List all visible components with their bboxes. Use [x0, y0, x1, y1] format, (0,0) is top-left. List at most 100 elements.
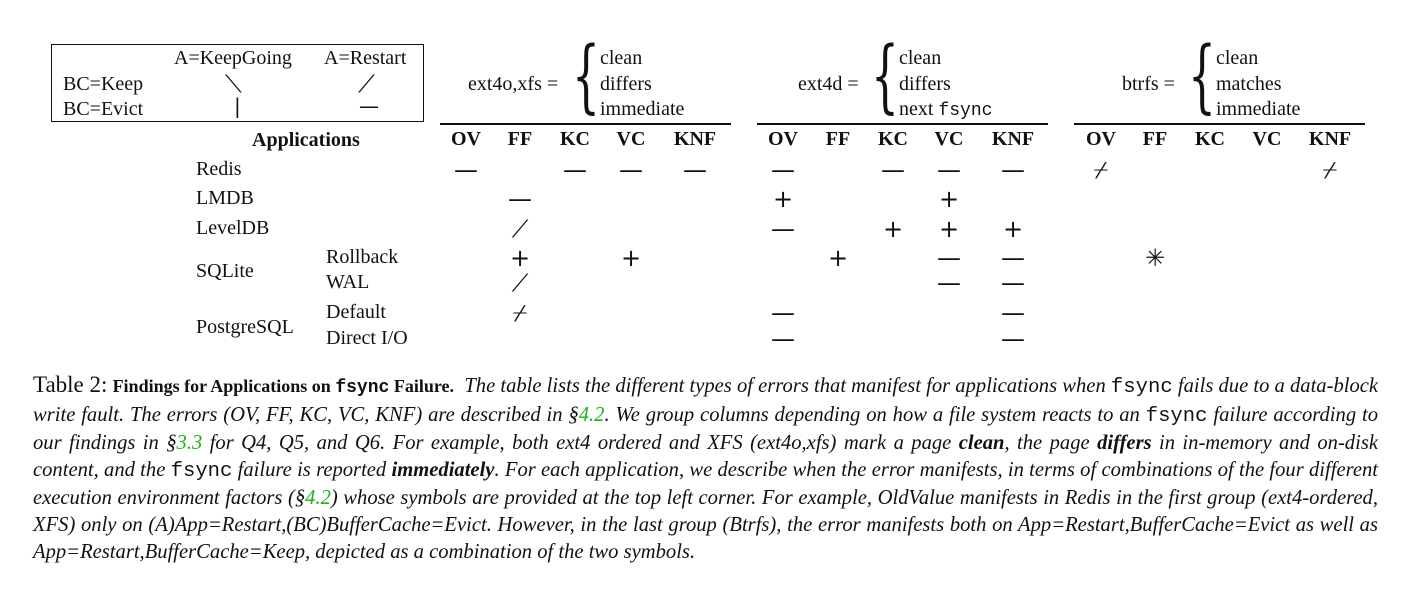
cell-symbol: —: [937, 269, 961, 297]
column-header-ov: OV: [1086, 128, 1116, 150]
row-variant-label: Direct I/O: [326, 327, 408, 349]
caption-title: Findings for Applications on: [112, 376, 336, 396]
cell-symbol: —: [1001, 325, 1025, 353]
row-variant-label: Default: [326, 301, 386, 323]
caption-emphasis: differs: [1097, 432, 1152, 454]
section-link[interactable]: 4.2: [578, 404, 605, 426]
cell-symbol: +: [620, 244, 642, 272]
group-item: clean: [1216, 47, 1259, 69]
column-header-knf: KNF: [673, 128, 717, 150]
cell-symbol: —: [1001, 299, 1025, 327]
group-item-code: fsync: [938, 101, 993, 121]
column-header-vc: VC: [1252, 128, 1282, 150]
cell-symbol: —: [563, 156, 587, 184]
cell-symbol: —: [683, 156, 707, 184]
column-header-kc: KC: [560, 128, 590, 150]
column-header-vc: VC: [616, 128, 646, 150]
cell-symbol: ⌿: [512, 299, 528, 327]
cell-symbol: +: [772, 185, 794, 213]
column-header-knf: KNF: [1308, 128, 1352, 150]
row-app-label: PostgreSQL: [196, 316, 294, 338]
cell-symbol: ⌿: [1093, 156, 1109, 184]
group-label-ext4d: ext4d =: [798, 73, 859, 95]
group-rule: [757, 123, 1048, 125]
applications-header: Applications: [252, 129, 360, 151]
cell-symbol: —: [619, 156, 643, 184]
row-variant-label: Rollback: [326, 246, 399, 268]
legend-box: [51, 44, 424, 122]
column-header-ov: OV: [451, 128, 481, 150]
cell-symbol: —: [881, 156, 905, 184]
cell-symbol: ⟋: [511, 269, 529, 297]
caption-text: fails due to a data-block write fault. T…: [33, 375, 1379, 426]
brace-btrfs: {: [1188, 29, 1216, 122]
row-variant-label: WAL: [326, 271, 370, 293]
caption-title-code: fsync: [335, 378, 390, 398]
cell-symbol: —: [771, 325, 795, 353]
cell-symbol: +: [882, 215, 904, 243]
legend-symbol-evict-keepgoing: |: [234, 94, 241, 118]
caption-label: Table 2:: [33, 372, 108, 397]
cell-symbol: —: [937, 156, 961, 184]
row-app-label: Redis: [196, 158, 242, 180]
caption-text: . We group columns depending on how a fi…: [604, 404, 1146, 426]
caption-code: fsync: [1145, 405, 1208, 428]
column-header-ff: FF: [825, 128, 851, 150]
legend-symbol-keep-keepgoing: ⟍: [225, 70, 242, 98]
caption-text: for Q4, Q5, and Q6. For example, both ex…: [202, 432, 959, 454]
group-rule: [440, 123, 731, 125]
cell-symbol: —: [1001, 269, 1025, 297]
section-link[interactable]: 3.3: [176, 432, 203, 454]
row-app-label: LevelDB: [196, 217, 270, 239]
column-header-ov: OV: [768, 128, 798, 150]
cell-symbol: —: [454, 156, 478, 184]
group-item: clean: [600, 47, 643, 69]
caption-text: failure according to our findings in §: [33, 404, 1379, 454]
cell-symbol: —: [508, 185, 532, 213]
cell-symbol: —: [771, 299, 795, 327]
group-item: matches: [1216, 73, 1282, 95]
group-item: immediate: [600, 98, 685, 120]
cell-symbol: ⌿: [1322, 156, 1338, 184]
group-label-ext4o-xfs: ext4o,xfs =: [468, 73, 559, 95]
legend-symbol-keep-restart: ⟋: [358, 70, 375, 98]
caption-emphasis: clean: [958, 432, 1005, 454]
brace-ext4d: {: [871, 29, 899, 122]
caption-code: fsync: [1110, 376, 1173, 399]
group-item: differs: [600, 73, 652, 95]
cell-symbol: +: [938, 185, 960, 213]
column-header-kc: KC: [878, 128, 908, 150]
legend-row-evict: BC=Evict: [63, 98, 144, 120]
cell-symbol: —: [1001, 244, 1025, 272]
row-app-label: SQLite: [196, 260, 254, 282]
column-header-knf: KNF: [991, 128, 1035, 150]
cell-symbol: +: [827, 244, 849, 272]
column-header-ff: FF: [1142, 128, 1168, 150]
group-rule: [1074, 123, 1365, 125]
row-app-label: LMDB: [196, 187, 254, 209]
cell-symbol: —: [937, 244, 961, 272]
section-link[interactable]: 4.2: [305, 487, 331, 509]
column-header-ff: FF: [507, 128, 533, 150]
caption-text: ) whose symbols are provided at the top …: [33, 487, 1378, 563]
caption-text: The table lists the different types of e…: [464, 375, 1111, 397]
group-item: differs: [899, 73, 951, 95]
cell-symbol: —: [771, 156, 795, 184]
caption-text: . For each application, we describe when…: [33, 459, 1378, 509]
legend-col-restart: A=Restart: [324, 47, 407, 69]
caption-title-end: Failure.: [389, 376, 454, 396]
caption-text: in in-memory and on-disk content, and th…: [33, 432, 1378, 481]
caption-text: failure is reported: [232, 459, 392, 481]
group-item-text: next: [899, 98, 934, 120]
cell-symbol: —: [1001, 156, 1025, 184]
column-header-vc: VC: [934, 128, 964, 150]
group-item: next fsync: [899, 97, 992, 123]
cell-symbol: +: [1002, 215, 1024, 243]
group-item: immediate: [1216, 98, 1301, 120]
caption-emphasis: immediately: [391, 459, 495, 481]
column-header-kc: KC: [1195, 128, 1225, 150]
group-label-btrfs: btrfs =: [1122, 73, 1175, 95]
brace-ext4o-xfs: {: [572, 29, 600, 122]
cell-symbol: —: [771, 215, 795, 243]
cell-symbol: ✳: [1144, 244, 1166, 272]
